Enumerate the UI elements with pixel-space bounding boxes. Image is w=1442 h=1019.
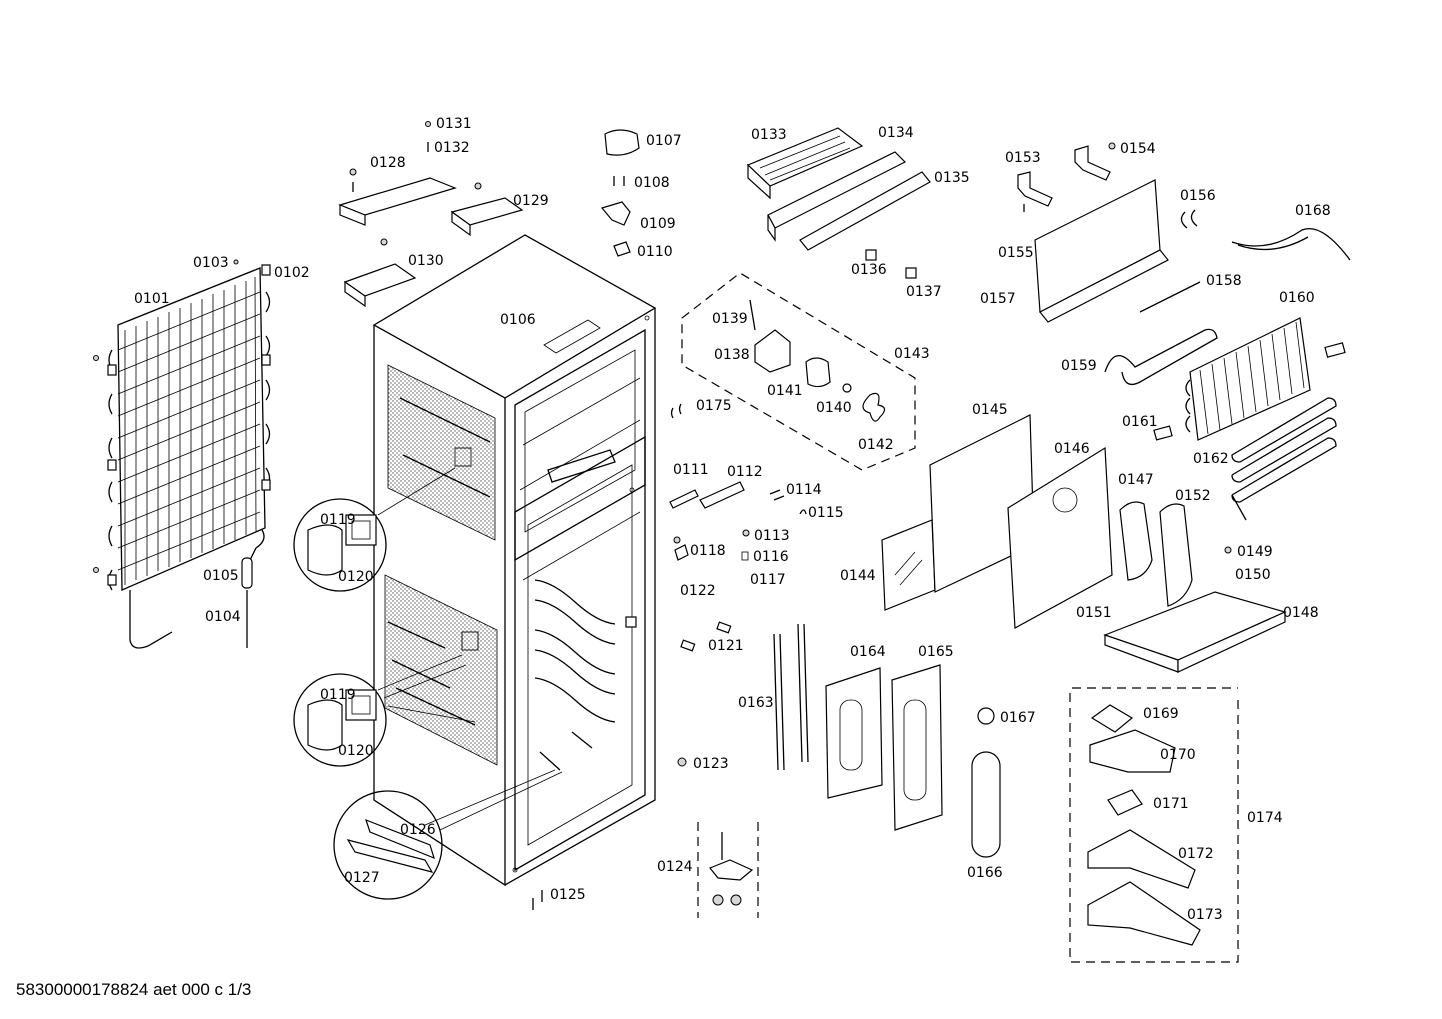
label-0123: 0123 xyxy=(693,756,729,772)
label-0152: 0152 xyxy=(1175,488,1211,504)
label-0163: 0163 xyxy=(738,695,774,711)
label-0153: 0153 xyxy=(1005,150,1041,166)
label-0160: 0160 xyxy=(1279,290,1315,306)
label-0140: 0140 xyxy=(816,400,852,416)
label-0159: 0159 xyxy=(1061,358,1097,374)
label-0146: 0146 xyxy=(1054,441,1090,457)
label-0166: 0166 xyxy=(967,865,1003,881)
label-0119-lower: 0119 xyxy=(320,687,356,703)
label-0101: 0101 xyxy=(134,291,170,307)
label-0141: 0141 xyxy=(767,383,803,399)
label-0114: 0114 xyxy=(786,482,822,498)
label-0115: 0115 xyxy=(808,505,844,521)
condenser-drawing xyxy=(93,259,271,649)
label-0158: 0158 xyxy=(1206,273,1242,289)
label-0126: 0126 xyxy=(400,822,436,838)
label-0120-upper: 0120 xyxy=(338,569,374,585)
label-0134: 0134 xyxy=(878,125,914,141)
label-0149: 0149 xyxy=(1237,544,1273,560)
label-0135: 0135 xyxy=(934,170,970,186)
label-0117: 0117 xyxy=(750,572,786,588)
label-0104: 0104 xyxy=(205,609,241,625)
label-0138: 0138 xyxy=(714,347,750,363)
label-0116: 0116 xyxy=(753,549,789,565)
label-0154: 0154 xyxy=(1120,141,1156,157)
evaporator-cover xyxy=(1017,142,1351,323)
label-0161: 0161 xyxy=(1122,414,1158,430)
label-0139: 0139 xyxy=(712,311,748,327)
label-0112: 0112 xyxy=(727,464,763,480)
label-0108: 0108 xyxy=(634,175,670,191)
label-0130: 0130 xyxy=(408,253,444,269)
document-id: 58300000178824 aet 000 c 1/3 xyxy=(16,980,252,999)
label-0150: 0150 xyxy=(1235,567,1271,583)
label-0127: 0127 xyxy=(344,870,380,886)
label-0137: 0137 xyxy=(906,284,942,300)
hinge-group xyxy=(532,822,759,918)
label-0110: 0110 xyxy=(637,244,673,260)
label-0136: 0136 xyxy=(851,262,887,278)
top-covers xyxy=(338,121,524,308)
label-0111: 0111 xyxy=(673,462,709,478)
evaporator xyxy=(1104,317,1346,521)
label-0121: 0121 xyxy=(708,638,744,654)
door-seals-and-shelves xyxy=(773,623,1001,858)
water-tank-group xyxy=(1069,687,1239,963)
label-0132: 0132 xyxy=(434,140,470,156)
label-0170: 0170 xyxy=(1160,747,1196,763)
label-0107: 0107 xyxy=(646,133,682,149)
label-0129: 0129 xyxy=(513,193,549,209)
label-0167: 0167 xyxy=(1000,710,1036,726)
label-0122: 0122 xyxy=(680,583,716,599)
label-0165: 0165 xyxy=(918,644,954,660)
label-0156: 0156 xyxy=(1180,188,1216,204)
detail-callouts xyxy=(293,467,563,900)
label-0171: 0171 xyxy=(1153,796,1189,812)
label-0106: 0106 xyxy=(500,312,536,328)
label-0133: 0133 xyxy=(751,127,787,143)
label-0128: 0128 xyxy=(370,155,406,171)
label-0103: 0103 xyxy=(193,255,229,271)
small-fasteners xyxy=(625,481,807,767)
label-0155: 0155 xyxy=(998,245,1034,261)
rear-panels xyxy=(881,414,1287,673)
label-0118: 0118 xyxy=(690,543,726,559)
label-0113: 0113 xyxy=(754,528,790,544)
label-0157: 0157 xyxy=(980,291,1016,307)
control-unit xyxy=(746,127,931,279)
label-0164: 0164 xyxy=(850,644,886,660)
label-0105: 0105 xyxy=(203,568,239,584)
label-0131: 0131 xyxy=(436,116,472,132)
label-0102: 0102 xyxy=(274,265,310,281)
label-0174: 0174 xyxy=(1247,810,1283,826)
label-0162: 0162 xyxy=(1193,451,1229,467)
label-0120-lower: 0120 xyxy=(338,743,374,759)
part-labels: 0101 0102 0103 0104 0105 0106 0107 0108 … xyxy=(134,116,1331,923)
cabinet-drawing xyxy=(372,234,657,887)
small-parts-top xyxy=(600,129,640,257)
label-0125: 0125 xyxy=(550,887,586,903)
label-0169: 0169 xyxy=(1143,706,1179,722)
label-0144: 0144 xyxy=(840,568,876,584)
label-0168: 0168 xyxy=(1295,203,1331,219)
label-0109: 0109 xyxy=(640,216,676,232)
label-0173: 0173 xyxy=(1187,907,1223,923)
label-0147: 0147 xyxy=(1118,472,1154,488)
label-0148: 0148 xyxy=(1283,605,1319,621)
label-0143: 0143 xyxy=(894,346,930,362)
label-0151: 0151 xyxy=(1076,605,1112,621)
label-0119-upper: 0119 xyxy=(320,512,356,528)
label-0145: 0145 xyxy=(972,402,1008,418)
label-0172: 0172 xyxy=(1178,846,1214,862)
fan-group xyxy=(670,272,916,471)
label-0124: 0124 xyxy=(657,859,693,875)
label-0142: 0142 xyxy=(858,437,894,453)
label-0175: 0175 xyxy=(696,398,732,414)
